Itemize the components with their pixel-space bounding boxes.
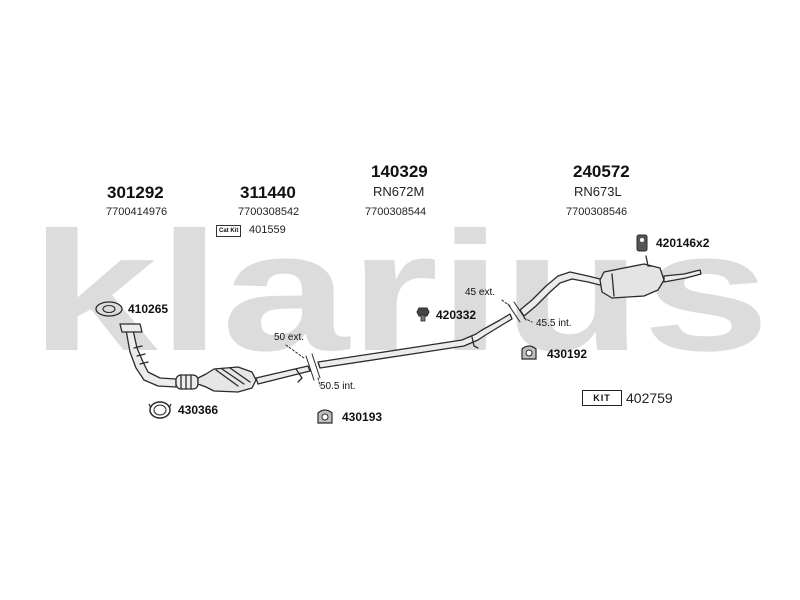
fitting-number-bolt: 420332 bbox=[436, 308, 477, 322]
catalytic-converter-part bbox=[197, 366, 257, 393]
oem-number-rear-silencer: 7700308546 bbox=[566, 206, 628, 218]
rear-silencer-part bbox=[519, 255, 702, 317]
rubber-mount-icon-2 bbox=[521, 345, 537, 360]
kit-number: 402759 bbox=[626, 390, 673, 406]
gasket-icon bbox=[95, 301, 123, 317]
bolt-icon bbox=[416, 307, 430, 322]
fitting-number-mount-1: 430193 bbox=[342, 410, 383, 424]
intermediate-pipe-part bbox=[255, 365, 311, 385]
dimension-label-45-5-int: 45.5 int. bbox=[536, 318, 572, 329]
fitting-number-clamp-ring: 430366 bbox=[178, 403, 219, 417]
part-number-catalyst: 311440 bbox=[240, 183, 296, 202]
kit-badge: KIT bbox=[582, 390, 622, 406]
cat-kit-badge: Cat Kit bbox=[216, 225, 242, 237]
hanger-icon bbox=[636, 234, 648, 252]
rubber-mount-icon-1 bbox=[317, 409, 333, 424]
dimension-label-50-5-int: 50.5 int. bbox=[320, 381, 356, 392]
dimension-label-50-ext: 50 ext. bbox=[274, 332, 305, 343]
dimension-label-45-ext: 45 ext. bbox=[465, 287, 496, 298]
ref-middle-pipe: RN672M bbox=[373, 184, 425, 199]
clamp-ring-icon bbox=[148, 401, 172, 419]
part-number-rear-silencer: 240572 bbox=[573, 162, 630, 181]
middle-pipe-part bbox=[317, 313, 513, 369]
dimension-markers bbox=[285, 299, 533, 387]
cat-kit-number: 401559 bbox=[249, 224, 286, 236]
oem-number-catalyst: 7700308542 bbox=[238, 206, 300, 218]
front-pipe-part bbox=[119, 323, 177, 388]
fitting-number-gasket: 410265 bbox=[128, 302, 169, 316]
flex-joint-part bbox=[175, 374, 199, 390]
oem-number-middle-pipe: 7700308544 bbox=[365, 206, 427, 218]
fitting-number-hanger: 420146x2 bbox=[656, 236, 710, 250]
part-number-front-pipe: 301292 bbox=[107, 183, 164, 202]
part-number-middle-pipe: 140329 bbox=[371, 162, 428, 181]
ref-rear-silencer: RN673L bbox=[574, 184, 622, 199]
oem-number-front-pipe: 7700414976 bbox=[106, 206, 168, 218]
fitting-number-mount-2: 430192 bbox=[547, 347, 588, 361]
